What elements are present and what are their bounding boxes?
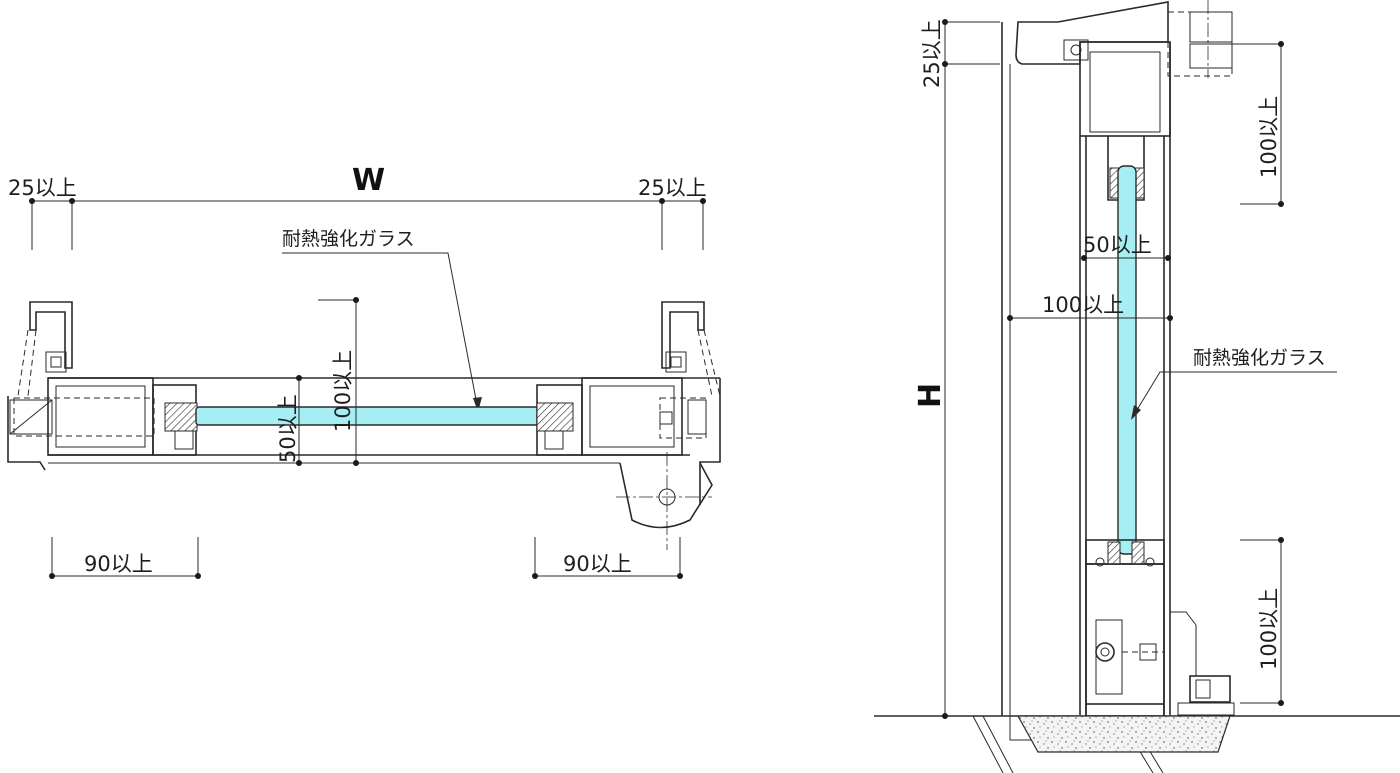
dim-dot bbox=[195, 573, 201, 579]
plan-right-setting-block bbox=[536, 402, 574, 432]
dim-dot bbox=[1081, 255, 1087, 261]
section-view: H 25以上 100以上 bbox=[874, 0, 1400, 773]
dim-dot bbox=[942, 713, 948, 719]
plan-right-wall-edge bbox=[699, 378, 721, 505]
plan-right-dashed-wall bbox=[703, 329, 721, 397]
plan-jamb-left-label: 90以上 bbox=[84, 552, 153, 576]
dim-dot bbox=[1278, 537, 1284, 543]
plan-left-anchor bbox=[9, 399, 53, 435]
dim-dot bbox=[1278, 700, 1284, 706]
section-glass-pane bbox=[1117, 165, 1137, 555]
plan-jamb-right-label: 90以上 bbox=[563, 552, 632, 576]
section-sill-closer bbox=[1095, 619, 1123, 695]
dim-dot bbox=[700, 198, 706, 204]
plan-clearance-right-label: 25以上 bbox=[638, 176, 707, 200]
plan-left-dashed-wall bbox=[27, 329, 37, 397]
dim-dot bbox=[353, 297, 359, 303]
section-sill-roller bbox=[1095, 642, 1115, 662]
section-head-frame bbox=[1079, 41, 1171, 137]
section-sill-anchor-arm bbox=[1170, 611, 1197, 676]
plan-glass-pane bbox=[195, 406, 573, 426]
plan-left-gasket bbox=[45, 351, 67, 373]
plan-right-bolt bbox=[659, 411, 673, 425]
section-head-dashed bbox=[1057, 1, 1169, 23]
plan-width-symbol: W bbox=[352, 163, 385, 198]
section-glass-leader bbox=[1131, 371, 1337, 419]
plan-left-wall-edge bbox=[7, 396, 46, 471]
plan-right-frame bbox=[581, 377, 683, 456]
section-head-anchor bbox=[1189, 11, 1233, 43]
leader-arrowhead bbox=[473, 397, 482, 412]
section-sill-base bbox=[1085, 704, 1165, 717]
section-clearance-top-label: 25以上 bbox=[920, 19, 944, 88]
section-head-frame-inner bbox=[1089, 51, 1161, 133]
dim-dot bbox=[1167, 315, 1173, 321]
dim-dot bbox=[296, 460, 302, 466]
section-sill-anchor-plate bbox=[1177, 702, 1235, 716]
section-sill-depth-label: 100以上 bbox=[1257, 588, 1281, 670]
section-height-symbol: H bbox=[913, 383, 948, 408]
plan-right-anchor-dashed bbox=[659, 397, 707, 439]
section-glass-label: 耐熱強化ガラス bbox=[1193, 347, 1326, 369]
plan-right-anchor bbox=[687, 399, 707, 435]
dim-dot bbox=[1278, 41, 1284, 47]
section-head-stop bbox=[1015, 1, 1169, 65]
plan-hinge-body bbox=[619, 462, 713, 529]
plan-right-gasket-core bbox=[670, 356, 682, 368]
dim-dot bbox=[353, 460, 359, 466]
dim-dot bbox=[677, 573, 683, 579]
plan-left-frame bbox=[47, 377, 154, 456]
section-sill-bolt bbox=[1139, 643, 1157, 661]
dim-dot bbox=[296, 375, 302, 381]
dim-dot bbox=[532, 573, 538, 579]
section-sill-setting-block bbox=[1107, 541, 1121, 565]
plan-left-wall-stop bbox=[29, 301, 73, 369]
section-head-gasket-core bbox=[1070, 44, 1082, 56]
section-sill-screw bbox=[1095, 557, 1105, 567]
dim-dot bbox=[49, 573, 55, 579]
plan-left-frame-inner bbox=[55, 385, 146, 448]
plan-left-bead-clip bbox=[174, 430, 194, 450]
plan-right-gasket bbox=[665, 351, 687, 373]
plan-glass-label: 耐熱強化ガラス bbox=[282, 228, 415, 250]
leader-arrowhead bbox=[1131, 405, 1141, 420]
plan-face-width-label: 100以上 bbox=[331, 350, 355, 432]
plan-right-dashed-wall bbox=[697, 329, 713, 397]
dim-dot bbox=[1165, 255, 1171, 261]
dim-dot bbox=[1007, 315, 1013, 321]
plan-left-anchor-dashed bbox=[13, 397, 155, 437]
section-sill-screw bbox=[1145, 557, 1155, 567]
dim-dot bbox=[942, 61, 948, 67]
plan-left-setting-block bbox=[164, 402, 198, 432]
plan-glass-leader bbox=[282, 252, 479, 411]
plan-right-frame-inner bbox=[589, 385, 675, 448]
plan-left-anchor-cross bbox=[9, 399, 53, 435]
dim-dot bbox=[659, 198, 665, 204]
plan-view: W 25以上 25以上 耐熱強化ガラス bbox=[7, 163, 721, 579]
section-wall-inner bbox=[1009, 64, 1085, 741]
plan-clearance-left-label: 25以上 bbox=[8, 176, 77, 200]
dim-dot bbox=[1278, 201, 1284, 207]
plan-left-gasket-core bbox=[50, 356, 62, 368]
section-sill-roller-core bbox=[1100, 647, 1110, 657]
plan-right-bead-clip bbox=[544, 430, 564, 450]
section-concrete-footing bbox=[1016, 715, 1231, 753]
plan-right-wall-stop bbox=[661, 301, 705, 369]
section-head-depth-label: 100以上 bbox=[1257, 96, 1281, 178]
section-head-anchor bbox=[1189, 43, 1233, 69]
section-sill-frame bbox=[1085, 563, 1165, 705]
plan-left-dashed-wall bbox=[17, 329, 29, 397]
section-head-gasket bbox=[1063, 39, 1089, 61]
section-frame-width-label: 100以上 bbox=[1042, 293, 1124, 317]
section-sill-setting-block bbox=[1131, 541, 1145, 565]
dim-dot bbox=[69, 198, 75, 204]
plan-glass-depth-label: 50以上 bbox=[276, 394, 300, 463]
section-floor-break bbox=[972, 715, 1014, 773]
section-sill-anchor-bolt bbox=[1195, 679, 1211, 699]
section-sill-anchor bbox=[1189, 675, 1231, 703]
dim-dot bbox=[29, 198, 35, 204]
section-glass-depth-label: 50以上 bbox=[1083, 233, 1152, 257]
